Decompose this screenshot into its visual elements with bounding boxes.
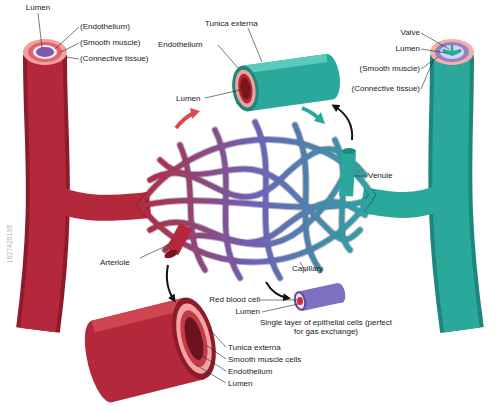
callout-label: (Smooth muscle) bbox=[80, 38, 160, 47]
artery bbox=[38, 55, 48, 330]
lumen bbox=[440, 45, 464, 59]
callout-label: Single layer of epithelial cells (perfec… bbox=[256, 318, 396, 336]
endothelium-layer bbox=[33, 45, 57, 59]
flow-arrow bbox=[302, 108, 318, 118]
callout-label: Venule bbox=[368, 171, 408, 180]
artery-segment bbox=[78, 293, 223, 406]
zoom-arrow bbox=[334, 106, 352, 140]
valve bbox=[443, 45, 461, 56]
callout-label: Lumen bbox=[228, 379, 318, 388]
capillary-bed bbox=[140, 122, 372, 278]
connective-layer bbox=[430, 39, 474, 65]
callout-label: Lumen bbox=[370, 44, 420, 53]
zoom-arrow bbox=[266, 282, 288, 298]
watermark: 1627425195 bbox=[6, 214, 14, 274]
venule-tube bbox=[346, 152, 349, 196]
flow-arrow bbox=[176, 114, 192, 128]
callout-label: (Connective tissue) bbox=[320, 84, 420, 93]
callout-label: Tunica externa bbox=[205, 19, 295, 28]
callout-label: Lumen bbox=[176, 94, 216, 103]
artery-shade bbox=[38, 55, 48, 330]
vein-shade bbox=[450, 55, 462, 330]
flow-arrow-head bbox=[190, 108, 200, 119]
connective-layer bbox=[23, 39, 67, 65]
callout-label: (Connective tissue) bbox=[80, 54, 170, 63]
flow-arrow-head bbox=[314, 112, 325, 124]
capillary-segment bbox=[292, 282, 347, 312]
venule-end bbox=[342, 148, 356, 154]
zoom-arrow bbox=[167, 265, 174, 300]
artery-branch bbox=[52, 198, 150, 208]
vein bbox=[450, 55, 462, 330]
callout-label: Endothelium bbox=[228, 367, 318, 376]
callout-label: Red blood cell bbox=[190, 295, 260, 304]
callout-label: Lumen bbox=[220, 307, 260, 316]
callout-label: Capillary bbox=[292, 264, 342, 273]
callout-label: Tunica externa bbox=[228, 343, 318, 352]
muscle-layer bbox=[28, 42, 62, 62]
callout-label: Smooth muscle cells bbox=[228, 355, 318, 364]
callout-label: Endothelium bbox=[158, 40, 218, 49]
arteriole-tube bbox=[172, 226, 186, 252]
callout-label: Lumen bbox=[18, 3, 58, 12]
lumen bbox=[36, 47, 54, 57]
callout-label: (Smooth muscle) bbox=[330, 64, 420, 73]
vein-segment bbox=[229, 53, 342, 114]
callout-label: Arteriole bbox=[100, 258, 150, 267]
callout-label: Valve bbox=[370, 28, 420, 37]
callout-label: (Endothelium) bbox=[80, 22, 160, 31]
arteriole-end bbox=[163, 248, 179, 260]
leader-lines bbox=[38, 13, 449, 383]
